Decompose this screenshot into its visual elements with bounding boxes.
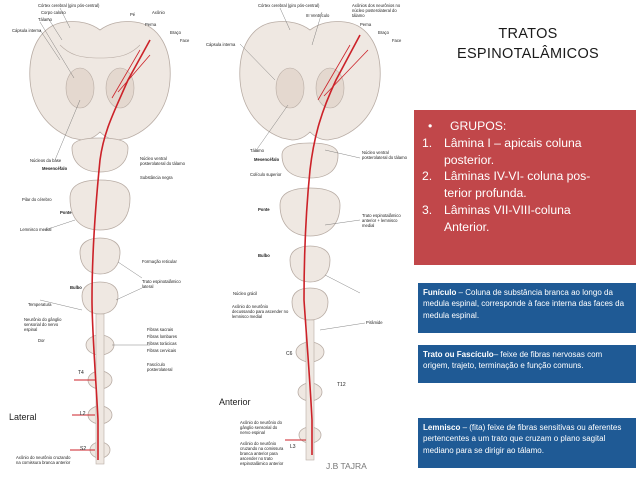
definition-text: – (fita) feixe de fibras sensitivas ou a… <box>423 423 622 455</box>
left-pons <box>69 179 131 231</box>
right-label-ponte: Ponte <box>258 207 270 212</box>
left-label-lemnisco: Lemnisco medial <box>20 227 52 232</box>
right-pons <box>279 187 341 237</box>
left-label-corpo-caloso: Corpo caloso <box>41 10 66 15</box>
definition-text: – Coluna de substância branca ao longo d… <box>423 288 625 320</box>
right-brain-section <box>239 21 381 141</box>
right-label-mesencefalo: Mesencéfalo <box>254 157 280 162</box>
right-label-axonio-cruzando: Axônio do neurônio cruzando na comissura… <box>240 441 284 466</box>
right-label-coliculo: Colículo superior <box>250 172 282 177</box>
left-label-temperatura: Temperatura <box>28 302 52 307</box>
left-label-pilar: Pilar do cérebro <box>22 197 52 202</box>
right-label-braco: Braço <box>378 30 389 35</box>
left-label-formacao: Formação reticular <box>142 259 177 264</box>
slide-title-line-1: TRATOS <box>498 26 558 42</box>
right-label-t12: T12 <box>337 382 346 388</box>
left-label-talamo: Tálamo <box>38 17 52 22</box>
groups-heading: • GRUPOS: <box>422 118 630 135</box>
left-label-face: Face <box>180 38 190 43</box>
right-spinothalamic-tract <box>303 34 361 455</box>
author-credit: J.B TAJRA <box>326 461 367 471</box>
right-label-nucleo-ventral: Núcleo ventral posterolateral do tálamo <box>362 150 407 160</box>
left-label-t4: T4 <box>78 370 84 376</box>
group-item-number: 1. <box>422 135 433 150</box>
right-pathway-illustration <box>239 7 381 461</box>
left-label-substancia-negra: Substância negra <box>140 175 173 180</box>
definition-funiculo: Funículo – Coluna de substância branca a… <box>418 283 636 333</box>
right-label-ventriculo: III Ventrículo <box>306 13 330 18</box>
left-label-ponte: Ponte <box>60 210 72 215</box>
left-label-braco: Braço <box>170 30 181 35</box>
right-label-l3: L3 <box>290 444 296 450</box>
definition-trato: Trato ou Fascículo– feixe de fibras nerv… <box>418 345 636 383</box>
left-label-neuronio: Neurônio do gânglio sensorial do nervo e… <box>24 317 62 332</box>
slide-title: TRATOS ESPINOTALÂMICOS <box>428 24 628 64</box>
left-spinothalamic-tract <box>91 39 151 460</box>
right-label-capsula: Cápsula interna <box>206 42 236 47</box>
group-item-number: 3. <box>422 202 433 217</box>
left-label-trato-esp: Trato espinotalâmico lateral <box>142 279 181 289</box>
lateral-label: Lateral <box>9 412 37 422</box>
right-medulla-upper <box>289 245 331 283</box>
left-label-nucleo-ventral: Núcleo ventral posterolateral do tálamo <box>140 156 185 166</box>
right-label-c6: C6 <box>286 351 293 357</box>
right-label-axonio-segundo: Axônio do neurônio decussando para ascen… <box>232 304 289 319</box>
left-brain-section <box>29 21 171 141</box>
definition-text: – feixe de fibras nervosas com origem, t… <box>423 350 603 371</box>
group-item-text: Lâminas IV-VI- coluna pos-terior profund… <box>444 169 591 201</box>
bullet-icon: • <box>428 119 433 133</box>
right-label-talamo: Tálamo <box>250 148 264 153</box>
slide-title-line-2: ESPINOTALÂMICOS <box>456 46 599 62</box>
left-label-axonio-cruzando: Axônio do neurônio cruzando na comissura… <box>16 455 71 465</box>
left-label-fasciculo: Fascículo posterolateral <box>147 362 173 372</box>
right-label-cortex: Córtex cerebral (giro pós-central) <box>258 3 320 8</box>
left-label-mesencefalo: Mesencéfalo <box>42 166 68 171</box>
right-label-axonio-ganglio: Axônio do neurônio do gânglio sensorial … <box>240 420 282 435</box>
left-medulla-lower <box>81 281 119 315</box>
right-label-face: Face <box>392 38 402 43</box>
left-label-dor: Dor <box>38 338 45 343</box>
left-medulla-upper <box>79 237 121 275</box>
definition-term: Trato ou Fascículo <box>423 350 494 359</box>
left-label-cortex: Córtex cerebral (giro pós-central) <box>38 3 100 8</box>
definition-term: Funículo <box>423 288 457 297</box>
left-label-fibras-sacrais: Fibras sacrais <box>147 327 174 332</box>
group-item-number: 2. <box>422 169 433 184</box>
right-label-perna: Perna <box>360 22 372 27</box>
groups-heading-text: GRUPOS: <box>450 119 507 133</box>
definition-lemnisco: Lemnisco – (fita) feixe de fibras sensit… <box>418 418 636 468</box>
group-item-2: 2. Lâminas IV-VI- coluna pos-terior prof… <box>422 168 630 202</box>
left-pathway-illustration <box>29 7 171 465</box>
right-label-trato-anterior: Trato espinotalâmico anterior + lemnisco… <box>362 213 401 228</box>
left-label-nucleos-base: Núcleos da base <box>30 158 62 163</box>
left-label-bulbo: Bulbo <box>70 285 82 290</box>
left-label-s2: S2 <box>80 446 87 452</box>
left-label-fibras-toracicas: Fibras torácicas <box>147 341 177 346</box>
left-label-axonio: Axônio <box>152 10 165 15</box>
right-label-nucleo-gracil: Núcleo grácil <box>233 291 258 296</box>
left-label-perna: Perna <box>145 22 157 27</box>
left-label-fibras-cervicais: Fibras cervicais <box>147 348 177 353</box>
right-label-axonios-neuronio: Axônios dos neurônios no núcleo posterol… <box>352 3 401 18</box>
right-label-bulbo: Bulbo <box>258 253 270 258</box>
right-mesencephalon <box>281 142 339 179</box>
anterior-label: Anterior <box>219 397 251 407</box>
right-label-piramide: Pirâmide <box>366 320 383 325</box>
left-label-fibras-lombares: Fibras lombares <box>147 334 178 339</box>
definition-term: Lemnisco <box>423 423 461 432</box>
left-label-pe: Pé <box>130 12 136 17</box>
right-medulla-lower <box>291 287 329 321</box>
left-label-l2: L2 <box>80 411 86 417</box>
left-label-capsula: Cápsula interna <box>12 28 42 33</box>
